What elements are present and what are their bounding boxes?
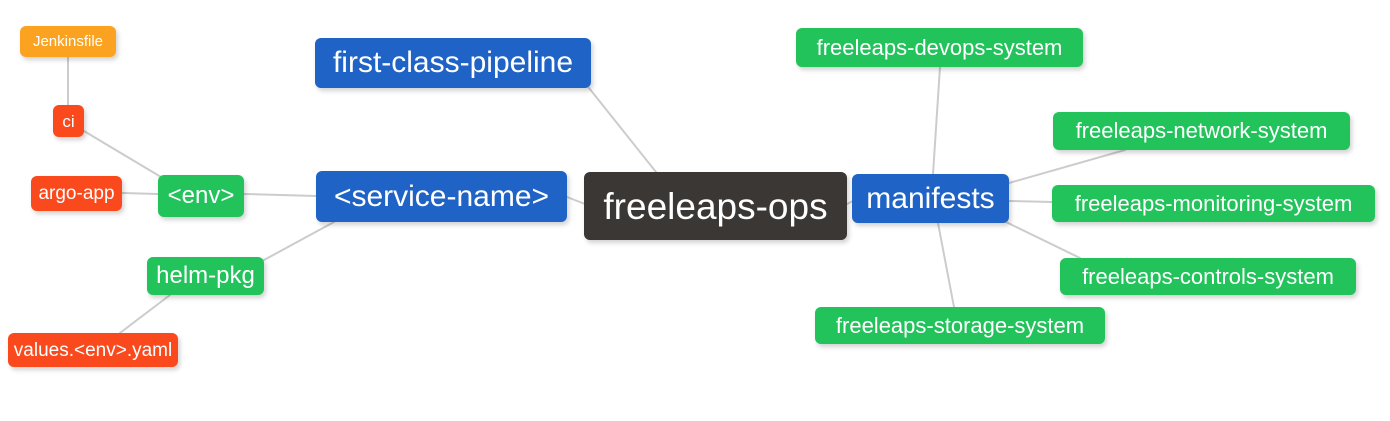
edge-helm-pkg-service-name (263, 221, 335, 261)
edge-manifests-devops-system (932, 66, 941, 175)
edge-manifests-controls-system (1005, 221, 1081, 259)
node-env[interactable]: <env> (158, 175, 244, 217)
edge-ci-env (83, 130, 162, 178)
node-freeleaps-ops[interactable]: freeleaps-ops (584, 172, 847, 240)
node-freeleaps-storage-system[interactable]: freeleaps-storage-system (815, 307, 1105, 344)
edge-service-name-freeleaps-ops (566, 196, 586, 205)
node-argo-app[interactable]: argo-app (31, 176, 122, 211)
edge-manifests-monitoring-system (1008, 200, 1053, 203)
node-first-class-pipeline[interactable]: first-class-pipeline (315, 38, 591, 88)
node-jenkinsfile[interactable]: Jenkinsfile (20, 26, 116, 57)
edge-argo-app-env (121, 192, 159, 195)
edge-values-env-yaml-helm-pkg (119, 294, 171, 334)
node-freeleaps-monitoring-system[interactable]: freeleaps-monitoring-system (1052, 185, 1375, 222)
node-helm-pkg[interactable]: helm-pkg (147, 257, 264, 295)
node-freeleaps-network-system[interactable]: freeleaps-network-system (1053, 112, 1350, 150)
edge-manifests-storage-system (937, 222, 955, 308)
edge-env-service-name (243, 193, 317, 197)
node-service-name[interactable]: <service-name> (316, 171, 567, 222)
node-values-env-yaml[interactable]: values.<env>.yaml (8, 333, 178, 367)
edge-manifests-network-system (1008, 149, 1126, 184)
node-ci[interactable]: ci (53, 105, 84, 137)
node-manifests[interactable]: manifests (852, 174, 1009, 223)
edge-first-class-pipeline-freeleaps-ops (588, 87, 657, 173)
node-freeleaps-devops-system[interactable]: freeleaps-devops-system (796, 28, 1083, 67)
node-freeleaps-controls-system[interactable]: freeleaps-controls-system (1060, 258, 1356, 295)
